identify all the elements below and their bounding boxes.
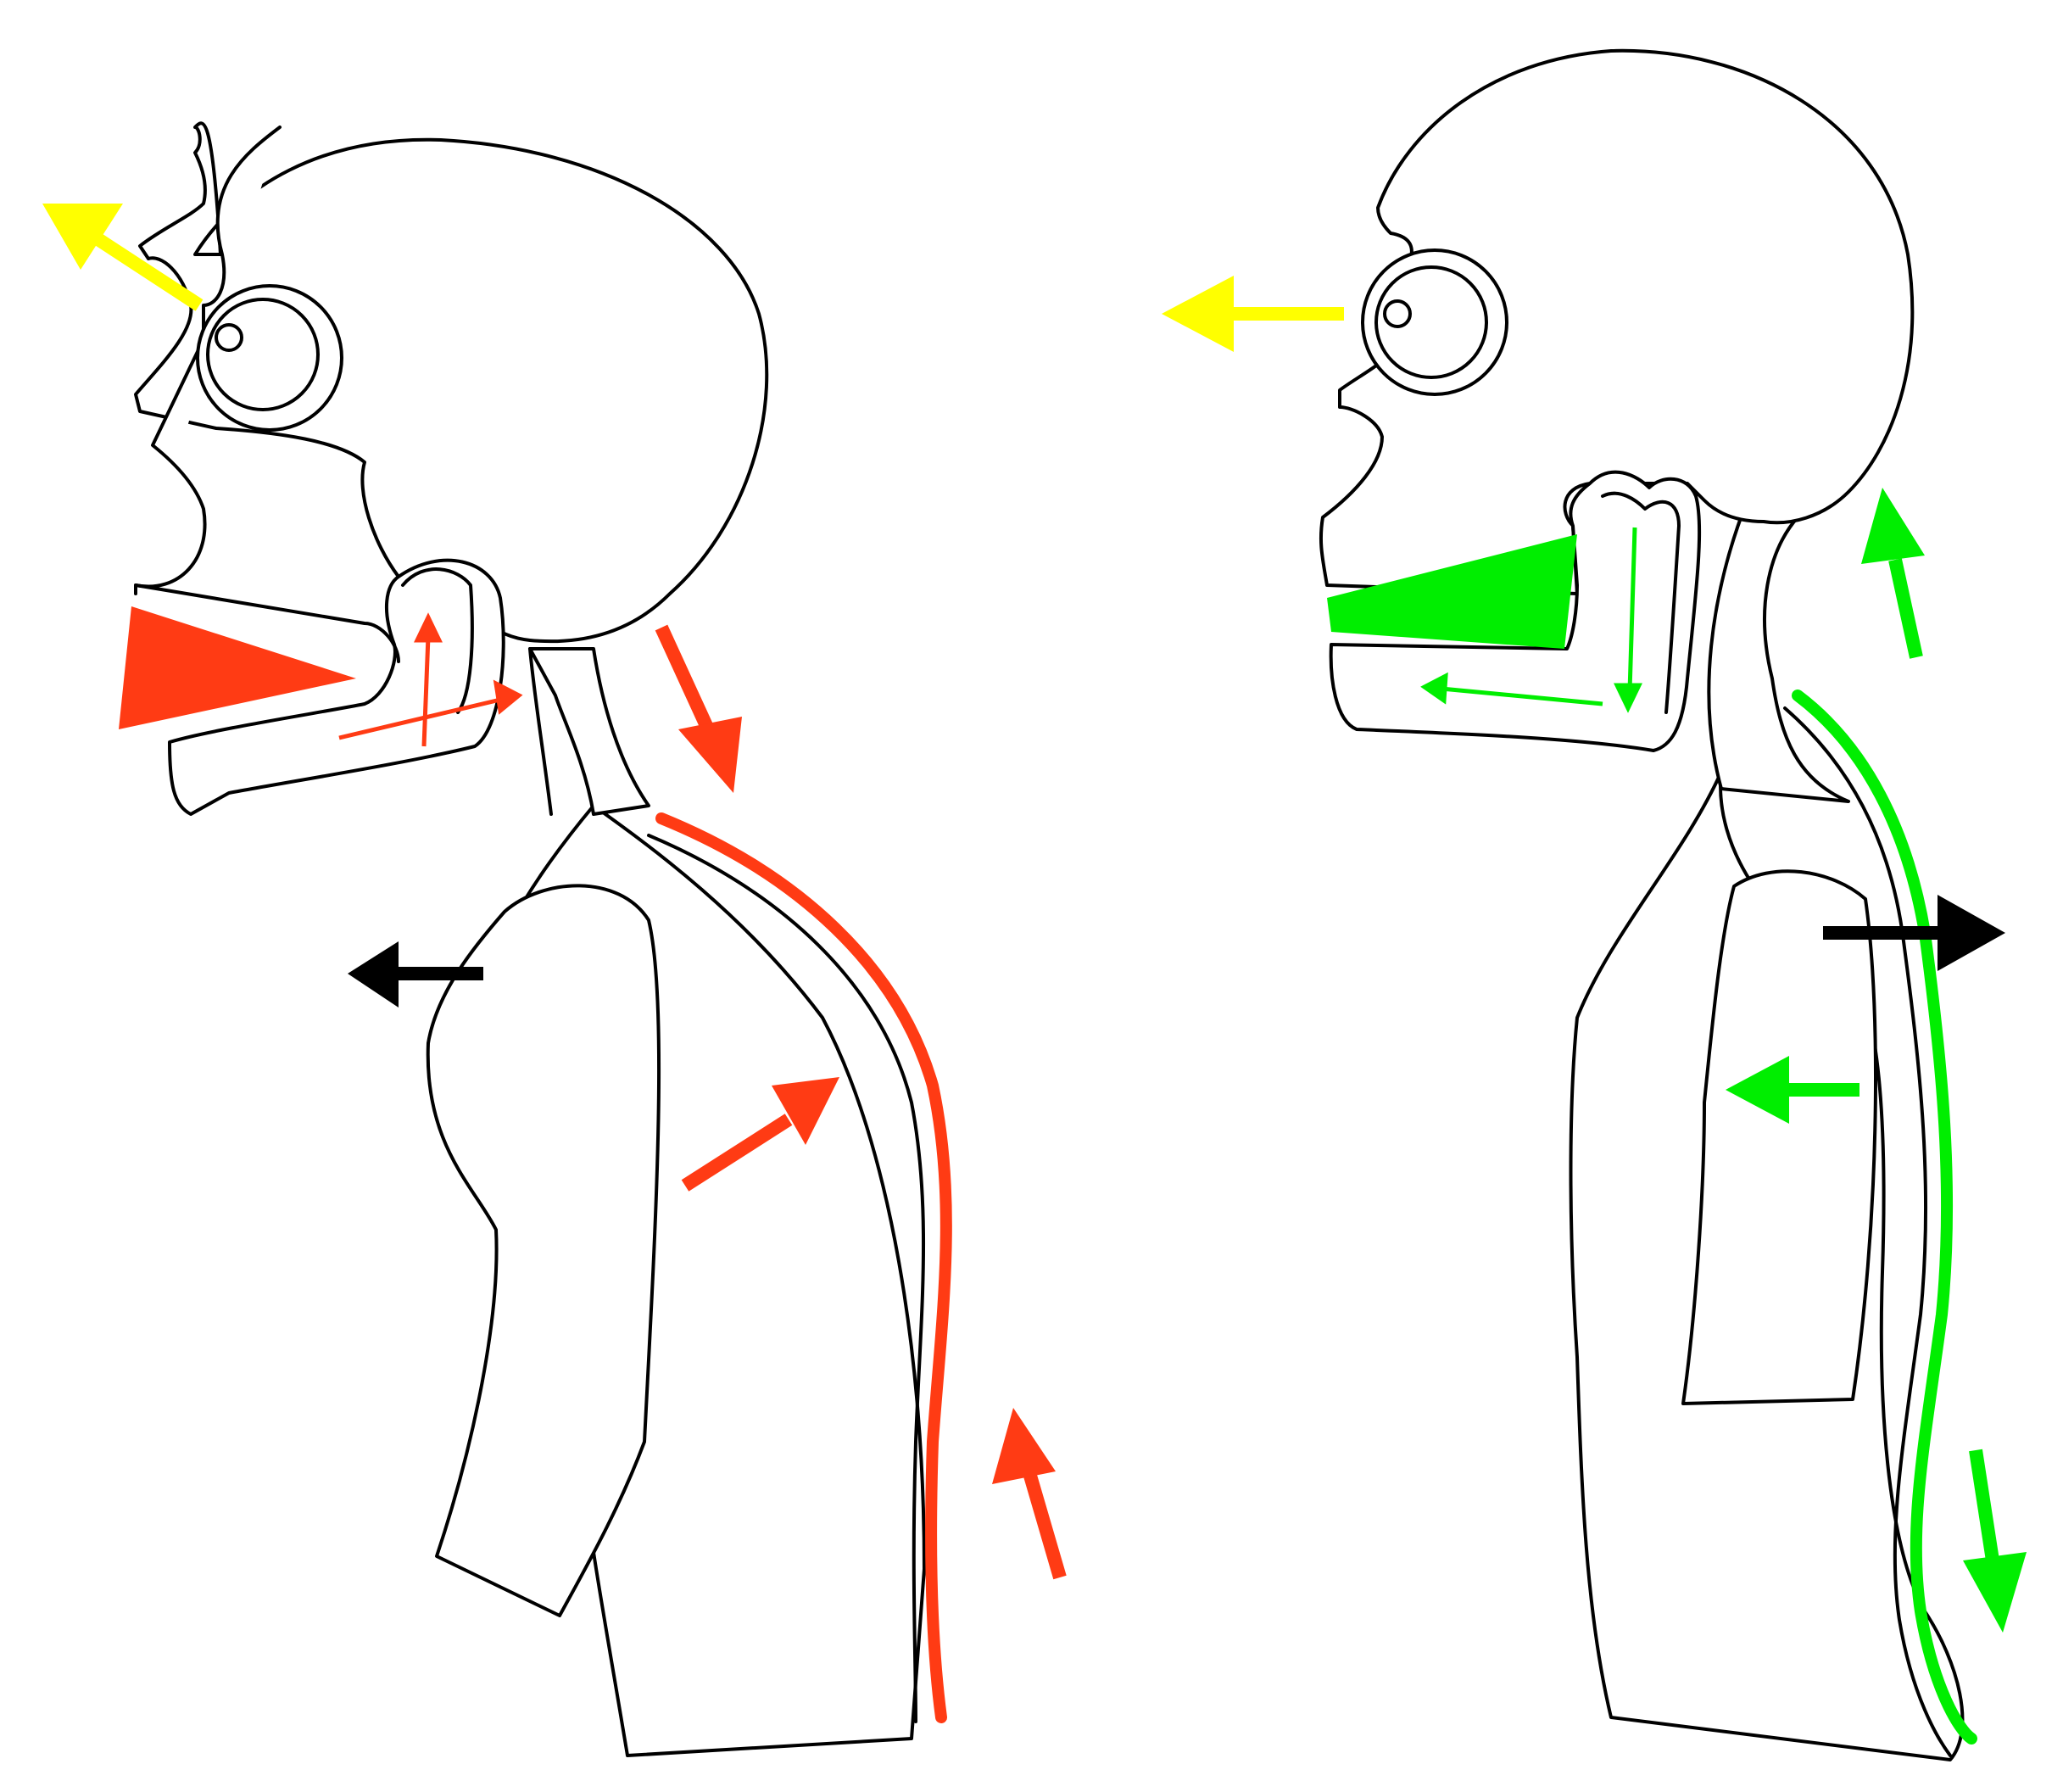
muscle-tension-arrow-icon: [681, 1077, 839, 1192]
jaw-muscle-wedge-icon: [119, 606, 356, 729]
mandible-inner: [401, 567, 474, 714]
mandible-inner: [1601, 491, 1681, 714]
spine-line-icon: [1792, 689, 1977, 1745]
jaw-force-arrows: [338, 612, 523, 747]
muscle-tension-arrow-icon: [1963, 1449, 2027, 1633]
neck-front-line: [528, 647, 553, 816]
mandible-outline: [1329, 470, 1702, 752]
arm-outline: [1681, 869, 1877, 1405]
neck-outline: [1707, 503, 1850, 803]
spine-inner-line: [647, 834, 926, 1723]
body-shift-arrow-icon: [348, 941, 483, 1008]
muscle-tension-arrow-icon: [1726, 1056, 1859, 1124]
muscle-tension-arrow-icon: [992, 1408, 1067, 1580]
jaw-force-arrows: [1420, 527, 1642, 713]
eye-ball: [1374, 265, 1488, 379]
spine-inner-line: [1783, 706, 1952, 1757]
muscle-tension-arrow-icon: [1861, 488, 1925, 659]
eye-pupil: [215, 323, 243, 352]
eye-pupil: [1383, 299, 1412, 328]
jaw-muscle-wedge-icon: [1327, 534, 1577, 649]
eye-ball: [206, 298, 320, 411]
muscle-tension-arrow-icon: [655, 624, 742, 793]
upper-jaw-line: [134, 583, 400, 663]
figure-good-posture: [1162, 48, 2027, 1761]
gaze-arrow-icon: [1162, 276, 1344, 352]
body-shift-arrow-icon: [1823, 895, 2005, 971]
gaze-arrow-icon: [42, 204, 204, 311]
mandible-outline: [168, 558, 505, 816]
figure-poor-posture: [42, 121, 1067, 1757]
spine-line-icon: [655, 812, 952, 1723]
neck-outline: [528, 647, 650, 816]
skull-outline: [134, 121, 769, 644]
arm-outline: [426, 884, 661, 1617]
